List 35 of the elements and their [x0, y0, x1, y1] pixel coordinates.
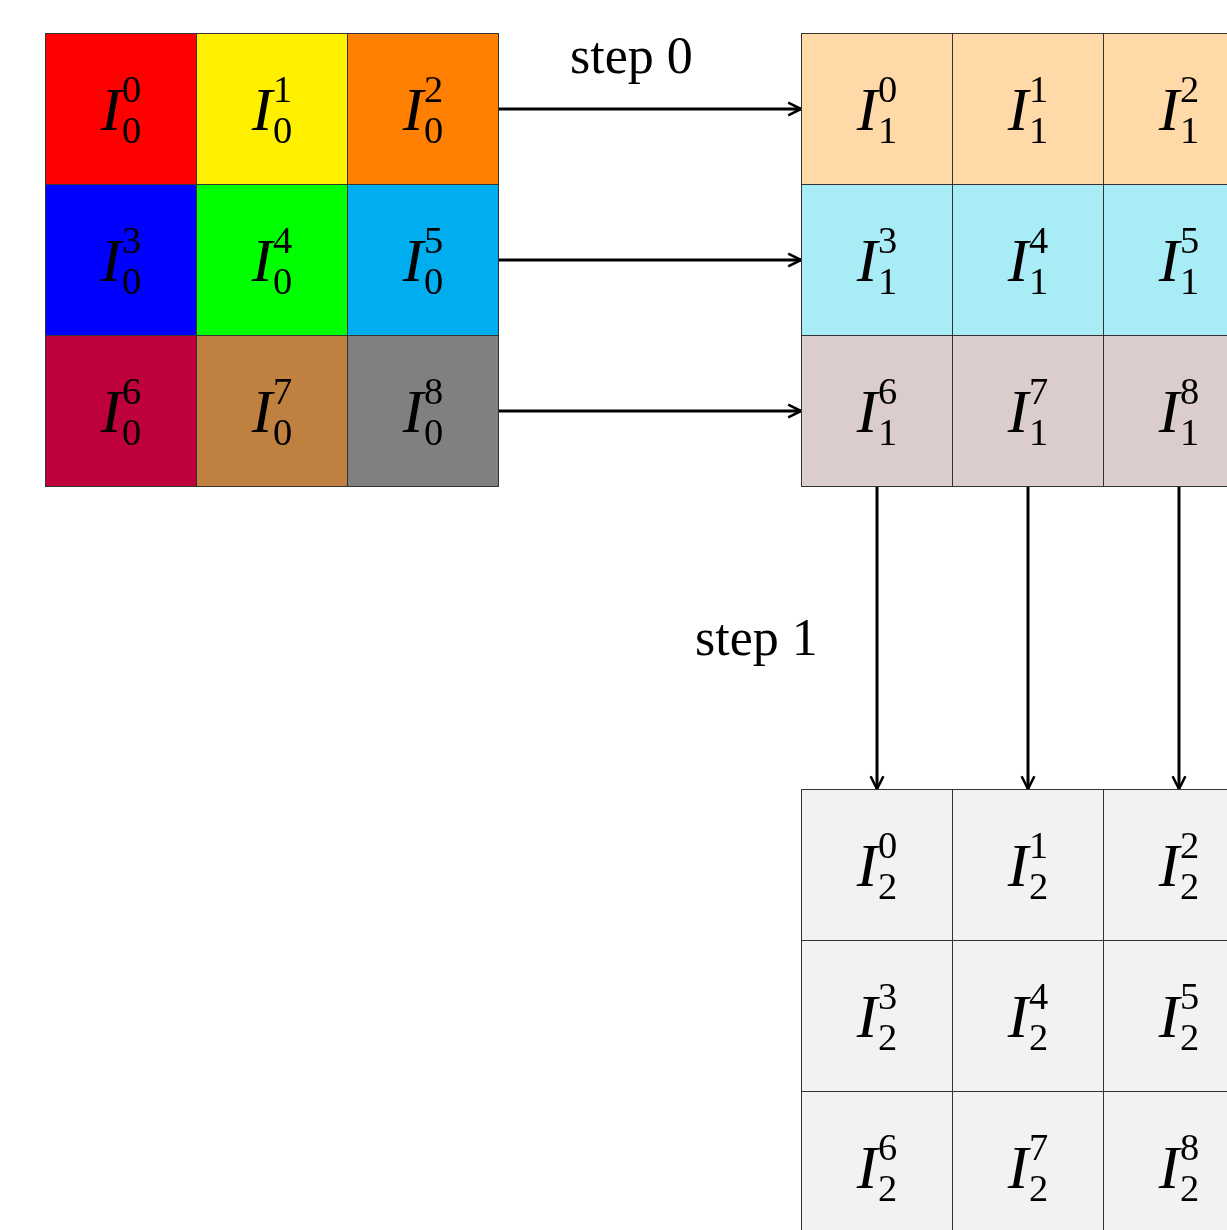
arrow	[499, 101, 803, 117]
grid-cell	[196, 33, 348, 185]
grid-cell	[801, 940, 953, 1092]
grid-cell	[1103, 33, 1227, 185]
step-label: step 1	[695, 612, 818, 664]
arrow	[499, 252, 803, 268]
grid-cell	[45, 184, 197, 336]
grid-cell	[952, 789, 1104, 941]
grid-cell	[952, 940, 1104, 1092]
grid-cell	[196, 184, 348, 336]
grid-cell	[801, 1091, 953, 1230]
arrow	[869, 487, 885, 791]
grid-cell	[1103, 940, 1227, 1092]
step-label: step 0	[570, 30, 693, 82]
grid-cell	[801, 789, 953, 941]
arrow	[499, 403, 803, 419]
grid-cell	[1103, 335, 1227, 487]
grid-cell	[952, 335, 1104, 487]
grid-cell	[952, 33, 1104, 185]
grid-cell	[801, 33, 953, 185]
grid-cell	[1103, 1091, 1227, 1230]
grid-cell	[1103, 184, 1227, 336]
grid-cell	[1103, 789, 1227, 941]
grid-cell	[801, 184, 953, 336]
arrow	[1020, 487, 1036, 791]
grid-cell	[347, 335, 499, 487]
grid-cell	[45, 335, 197, 487]
grid-cell	[196, 335, 348, 487]
grid-cell	[952, 184, 1104, 336]
grid-cell	[45, 33, 197, 185]
grid-cell	[347, 33, 499, 185]
grid-cell	[952, 1091, 1104, 1230]
grid-cell	[347, 184, 499, 336]
grid-cell	[801, 335, 953, 487]
arrow	[1171, 487, 1187, 791]
